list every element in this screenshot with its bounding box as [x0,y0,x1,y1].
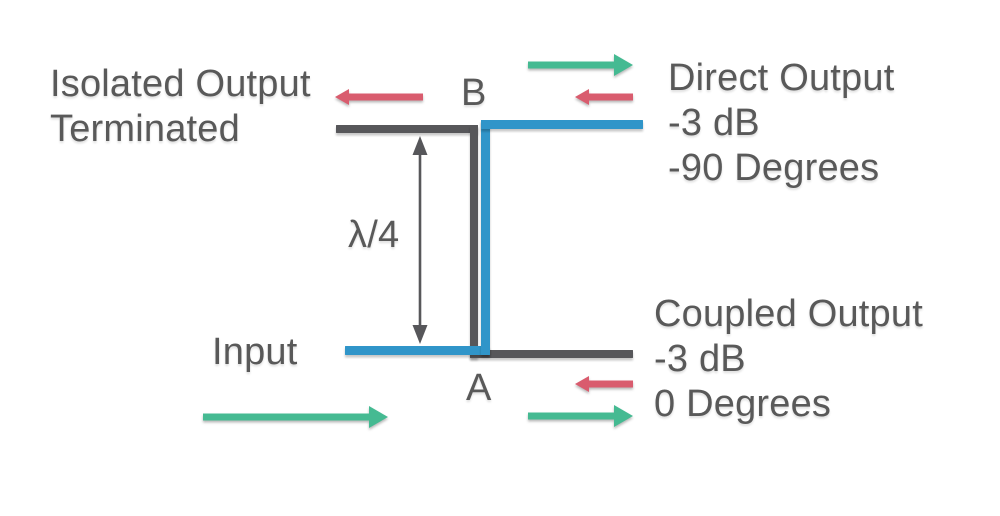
gray-quarter-wave-line-vertical [470,125,478,358]
input-forward-arrow-icon [203,406,388,428]
coupled-output-line-segment [470,350,633,358]
isolated-reverse-arrow-icon [335,89,423,105]
label-coupled-output: Coupled Output -3 dB 0 Degrees [654,293,923,425]
label-quarter-wave: λ/4 [348,214,400,256]
coupled-forward-arrow-icon [528,405,633,427]
direct-forward-arrow-icon [528,54,633,76]
input-line-segment [345,346,490,355]
coupled-reverse-arrow-icon [575,376,633,392]
label-input: Input [212,331,298,373]
quarter-wave-dimension-arrow [412,136,428,344]
label-direct-output: Direct Output -3 dB -90 Degrees [668,57,895,189]
direct-reverse-arrow-icon [575,89,633,105]
label-port-a: A [466,367,492,409]
label-port-b: B [461,72,487,114]
isolated-output-line-segment [336,125,478,133]
label-isolated-output: Isolated Output Terminated [50,63,311,150]
blue-quarter-wave-line-vertical [481,120,490,355]
direct-output-line-segment [481,120,643,129]
